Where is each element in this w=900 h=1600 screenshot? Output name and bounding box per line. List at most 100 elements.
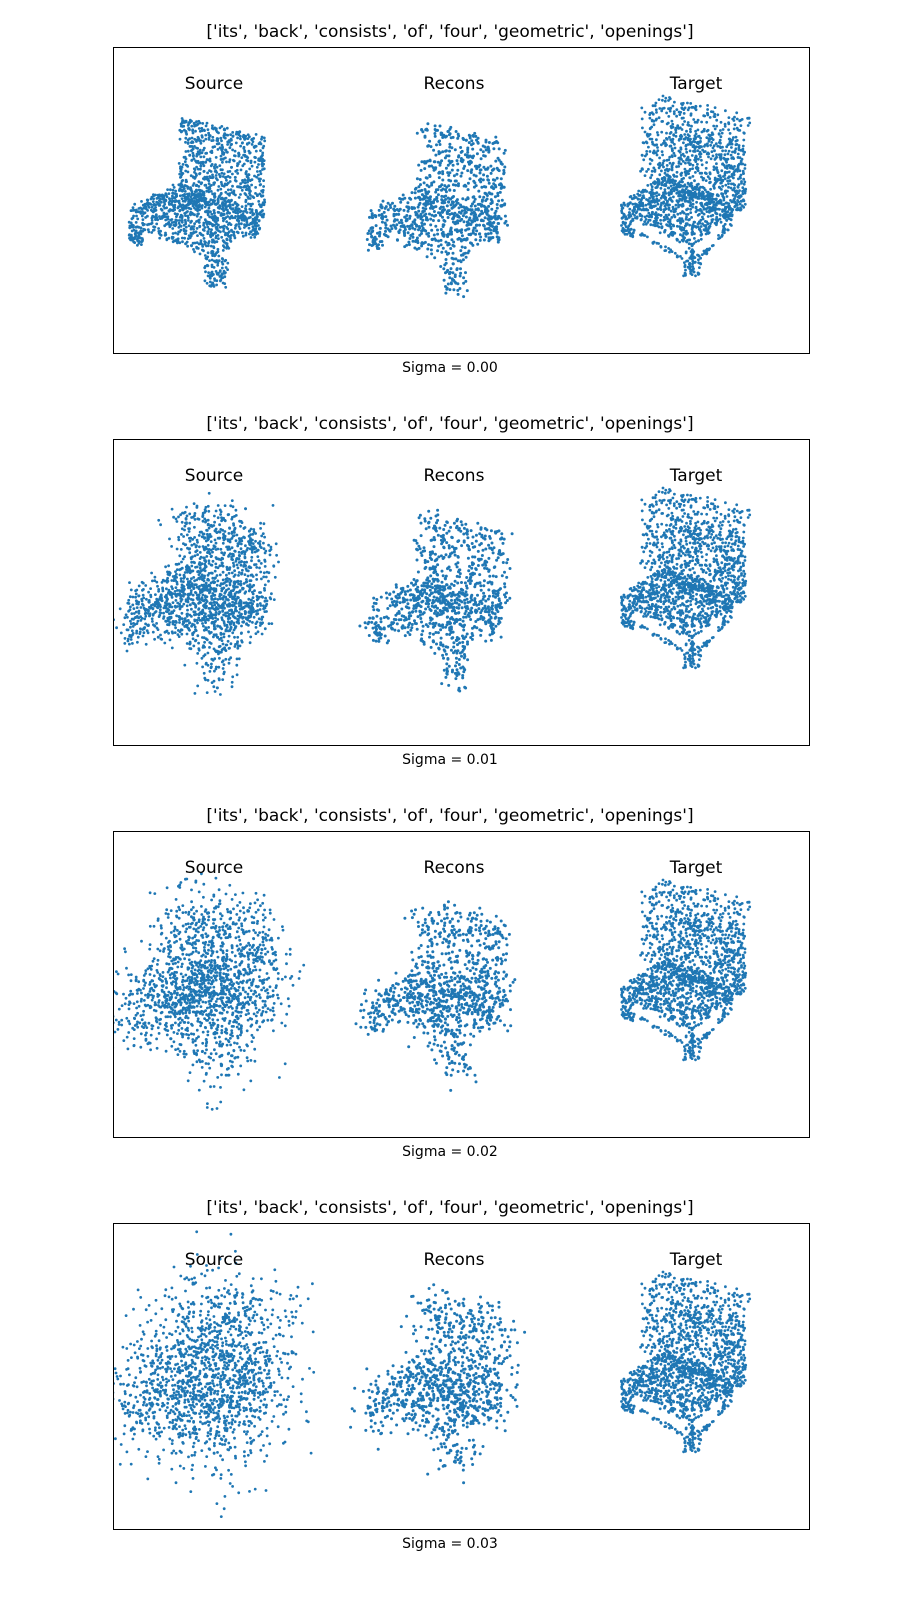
point <box>477 214 481 218</box>
point <box>215 251 219 255</box>
point <box>415 223 418 227</box>
point <box>381 199 385 203</box>
point <box>170 218 174 221</box>
point <box>729 206 732 210</box>
point <box>487 181 491 185</box>
point <box>179 214 183 217</box>
point <box>681 204 685 208</box>
point <box>730 173 734 176</box>
point <box>204 241 207 244</box>
point <box>228 192 232 196</box>
point <box>680 102 683 106</box>
point <box>675 114 678 118</box>
point <box>655 111 658 114</box>
point <box>414 186 418 190</box>
point <box>232 575 236 578</box>
point <box>221 145 224 149</box>
point <box>642 223 645 226</box>
point <box>448 171 452 175</box>
point <box>221 204 224 208</box>
point <box>478 178 481 182</box>
point <box>207 206 211 210</box>
point <box>228 234 232 238</box>
point <box>237 557 241 561</box>
point <box>208 169 211 172</box>
point <box>247 589 251 593</box>
point <box>620 224 623 227</box>
point <box>225 584 228 587</box>
point <box>743 163 747 167</box>
point <box>724 201 728 205</box>
point <box>476 141 480 145</box>
point <box>181 208 185 212</box>
point <box>701 185 705 189</box>
point <box>162 211 166 215</box>
point <box>442 201 446 205</box>
point <box>141 210 144 213</box>
point <box>165 195 169 199</box>
point <box>438 143 442 146</box>
point <box>697 145 700 149</box>
point <box>197 180 201 184</box>
point <box>216 261 220 265</box>
point <box>241 231 244 235</box>
point <box>719 181 723 185</box>
point <box>660 169 663 173</box>
point <box>494 217 498 221</box>
point <box>253 235 257 239</box>
point <box>441 170 445 174</box>
point <box>719 129 722 132</box>
point <box>640 106 644 110</box>
point <box>158 236 162 240</box>
point <box>228 158 232 162</box>
point <box>208 533 212 536</box>
point <box>456 237 460 241</box>
point <box>403 215 407 219</box>
point <box>687 246 691 250</box>
point <box>456 168 460 172</box>
point <box>715 118 719 122</box>
point <box>377 208 381 212</box>
point <box>436 188 440 192</box>
point <box>152 228 156 232</box>
point <box>735 111 739 115</box>
point <box>185 514 189 518</box>
point <box>448 127 452 131</box>
point <box>201 122 205 125</box>
point <box>184 517 188 521</box>
point <box>491 186 495 190</box>
point <box>196 553 199 556</box>
point <box>434 190 438 194</box>
column-label-target: Target <box>669 74 723 94</box>
point <box>659 186 663 190</box>
point <box>707 155 710 159</box>
point <box>261 153 264 157</box>
point <box>209 523 213 527</box>
point <box>718 156 722 159</box>
point <box>209 244 213 248</box>
point <box>377 247 381 250</box>
point <box>668 135 671 139</box>
point <box>486 222 490 226</box>
point <box>194 230 198 234</box>
point <box>429 145 433 149</box>
point <box>173 212 177 216</box>
point <box>220 148 223 152</box>
point <box>244 544 247 548</box>
point <box>201 204 204 207</box>
point <box>191 154 195 158</box>
point <box>645 150 649 153</box>
point <box>134 229 138 233</box>
point <box>236 585 239 589</box>
point <box>742 205 746 209</box>
point <box>471 229 475 232</box>
point <box>451 271 455 275</box>
point <box>177 535 180 539</box>
point <box>206 251 210 255</box>
point <box>201 162 205 165</box>
point <box>655 224 659 228</box>
point <box>469 160 473 164</box>
point <box>378 240 382 244</box>
point <box>680 106 684 110</box>
point <box>188 539 192 543</box>
